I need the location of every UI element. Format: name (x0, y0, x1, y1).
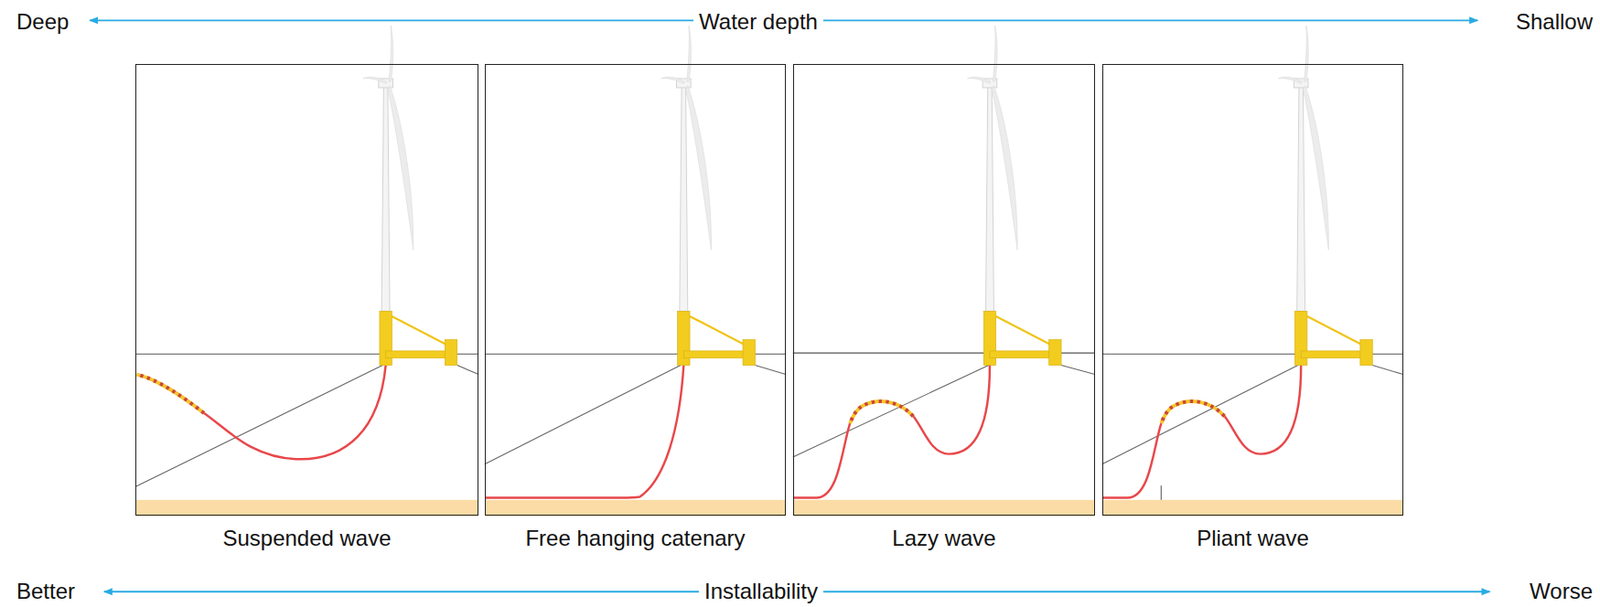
panel-caption: Free hanging catenary (525, 526, 745, 552)
axis-end-label: Deep (10, 9, 75, 35)
pliant-wave-panel: Pliant wave (1102, 64, 1404, 516)
suspended-wave-scene (135, 25, 479, 517)
pliant-wave-scene (1102, 25, 1404, 517)
lazy-wave-scene (793, 25, 1096, 517)
suspended-wave-panel: Suspended wave (135, 64, 479, 516)
catenary-panel: Free hanging catenary (484, 64, 786, 516)
axis-end-label: Shallow (1510, 9, 1599, 35)
axis-title: Water depth (693, 9, 824, 35)
panel-caption: Lazy wave (891, 526, 996, 552)
panel-caption: Pliant wave (1196, 526, 1310, 552)
catenary-scene (484, 25, 786, 517)
lazy-wave-panel: Lazy wave (793, 64, 1096, 516)
axis-end-label: Better (10, 579, 81, 605)
axis-title: Installability (698, 579, 824, 605)
panel-caption: Suspended wave (222, 526, 391, 552)
axis-end-label: Worse (1524, 579, 1599, 605)
